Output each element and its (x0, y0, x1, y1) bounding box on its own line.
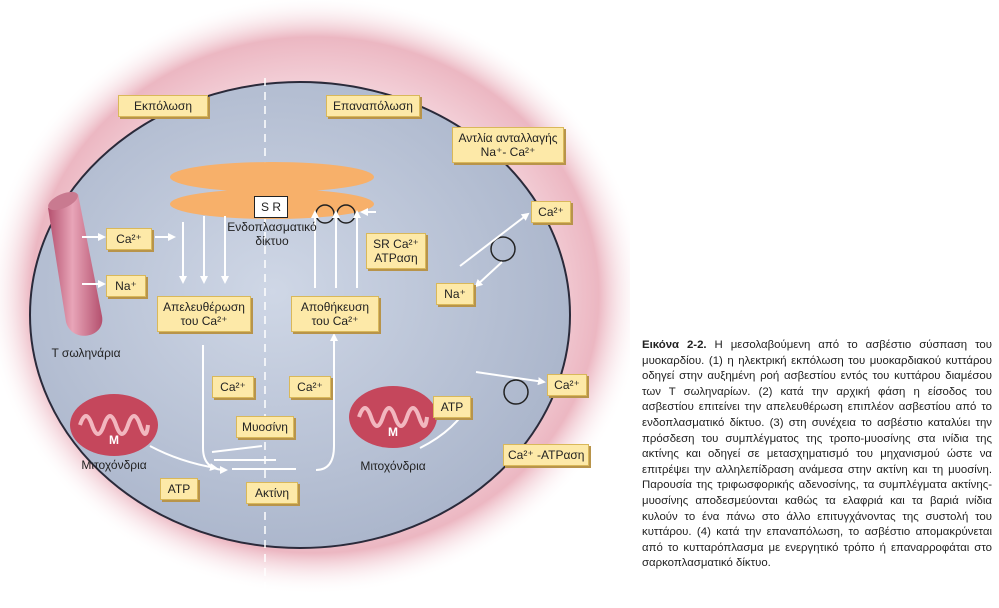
myofilaments-icon (211, 445, 296, 470)
actin-label: Ακτίνη (246, 482, 298, 504)
atp-right-label: ATP (433, 396, 471, 418)
figure-caption: Εικόνα 2-2. Η μεσολαβούμενη από το ασβέσ… (642, 338, 992, 572)
calcium-storage-line1: Αποθήκευση (300, 300, 370, 314)
ca-efflux-bottom-label: Ca²⁺ (547, 374, 587, 396)
na-influx-label: Na⁺ (436, 283, 474, 305)
t-tubule-icon (48, 191, 103, 336)
release-to-myofilament-arrow (202, 345, 228, 474)
sr-box: S R (254, 196, 288, 218)
mitochondria-right-label: Μιτοχόνδρια (360, 459, 426, 473)
ca-efflux-bottom-arrow (475, 371, 546, 386)
caption-label: Εικόνα 2-2. (642, 339, 707, 351)
myosin-label: Μυοσίνη (236, 416, 294, 438)
calcium-storage-label: Αποθήκευση του Ca²⁺ (291, 296, 379, 332)
ca-myofilament-left-label: Ca²⁺ (212, 376, 254, 398)
atpase-channel-icon (503, 379, 529, 405)
mito-letter-right: M (388, 425, 398, 439)
depolarization-label: Εκπόλωση (118, 95, 208, 117)
exchanger-label-line1: Αντλία ανταλλαγής (458, 131, 558, 145)
myofilament-to-storage-arrow (315, 333, 338, 471)
t-tubule-label: Τ σωληνάρια (51, 346, 121, 360)
sr-atpase-label: SR Ca²⁺ ATPαση (366, 233, 426, 269)
sr-atpase-line2: ATPαση (374, 251, 418, 265)
calcium-contraction-diagram: Εκπόλωση Επαναπόλωση Αντλία ανταλλαγής N… (0, 0, 630, 595)
atp-left-label: ATP (160, 478, 198, 500)
calcium-storage-line2: του Ca²⁺ (311, 314, 359, 328)
exchanger-label: Αντλία ανταλλαγής Na⁺- Ca²⁺ (452, 127, 564, 163)
er-label-line2: δίκτυο (255, 234, 289, 248)
ca-atpase-label: Ca²⁺ -ATPαση (503, 444, 589, 466)
exchanger-label-line2: Na⁺- Ca²⁺ (480, 145, 536, 159)
mito-left-atp-arrow (149, 445, 218, 471)
sr-atpase-line1: SR Ca²⁺ (373, 237, 419, 251)
mito-letter-left: M (109, 433, 119, 447)
calcium-release-line1: Απελευθέρωση (163, 300, 245, 314)
ca-myofilament-right-label: Ca²⁺ (289, 376, 331, 398)
mitochondria-left-label: Μιτοχόνδρια (81, 458, 147, 472)
exchanger-channel-icon (490, 236, 516, 262)
mitochondrion-left-icon (70, 394, 158, 456)
er-label: Ενδοπλασματικό δίκτυο (222, 220, 322, 248)
mitochondrion-right-icon (349, 386, 437, 448)
flow-arrows (82, 208, 546, 474)
na-entry-label: Na⁺ (106, 275, 146, 297)
calcium-release-line2: του Ca²⁺ (180, 314, 228, 328)
er-label-line1: Ενδοπλασματικό (227, 220, 317, 234)
ca-efflux-top-label: Ca²⁺ (531, 201, 571, 223)
na-entry-arrow (474, 261, 503, 288)
caption-text: Η μεσολαβούμενη από το ασβέστιο σύσπαση … (642, 339, 992, 570)
calcium-release-label: Απελευθέρωση του Ca²⁺ (157, 296, 251, 332)
repolarization-label: Επαναπόλωση (326, 95, 420, 117)
ca-efflux-top-arrow (459, 212, 530, 267)
ca-entry-label: Ca²⁺ (106, 228, 152, 250)
